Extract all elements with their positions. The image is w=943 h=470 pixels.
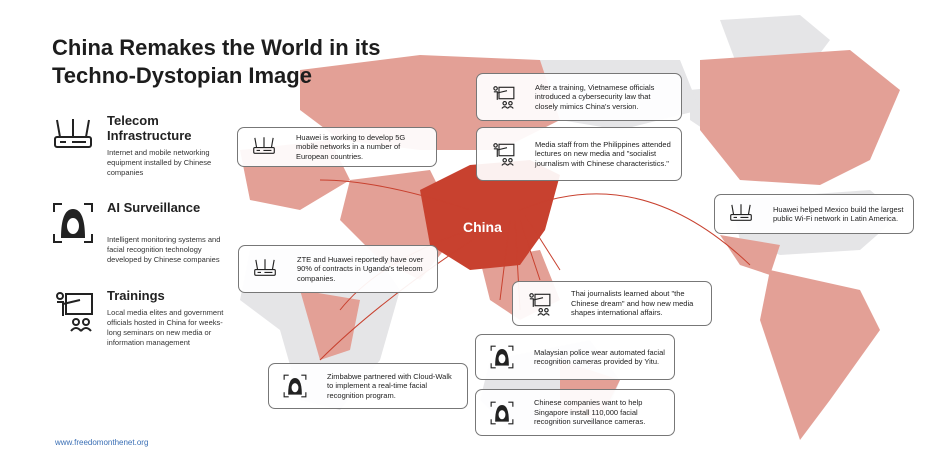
card-text: Chinese companies want to help Singapore… xyxy=(534,398,646,427)
info-card: Malaysian police wear automated facial r… xyxy=(475,334,675,380)
info-card: Huawei helped Mexico build the largest p… xyxy=(714,194,914,234)
legend-heading: Telecom Infrastructure xyxy=(107,113,192,143)
info-card: Huawei is working to develop 5G mobile n… xyxy=(237,127,437,167)
legend-trainings: Trainings Local media elites and governm… xyxy=(52,288,232,368)
southern-africa xyxy=(300,290,360,360)
router-icon xyxy=(253,137,275,154)
card-text: Thai journalists learned about "the Chin… xyxy=(571,289,694,318)
card-text: ZTE and Huawei reportedly have over 90% … xyxy=(297,254,424,283)
router-icon xyxy=(254,259,276,276)
route-europe xyxy=(319,179,471,211)
card-text: Media staff from the Philippines attende… xyxy=(535,139,671,168)
card-text: Malaysian police wear automated facial r… xyxy=(534,347,665,367)
info-card: ZTE and Huawei reportedly have over 90% … xyxy=(238,245,438,293)
card-text: Huawei is working to develop 5G mobile n… xyxy=(296,132,406,161)
face-scan-icon xyxy=(490,401,514,424)
legend-desc: Internet and mobile networking equipment… xyxy=(107,148,212,177)
info-card: Chinese companies want to help Singapore… xyxy=(475,389,675,436)
south-america xyxy=(760,270,880,440)
legend-desc: Local media elites and government offici… xyxy=(107,308,224,347)
card-text: Zimbabwe partnered with Cloud-Walk to im… xyxy=(327,371,452,400)
route-mexico xyxy=(519,193,751,266)
router-icon xyxy=(730,204,752,221)
mexico xyxy=(720,235,780,275)
canada xyxy=(700,50,900,185)
info-card: After a training, Vietnamese officials i… xyxy=(476,73,682,121)
info-card: Thai journalists learned about "the Chin… xyxy=(512,281,712,326)
trainer-icon xyxy=(56,292,93,332)
trainer-icon xyxy=(529,292,551,316)
legend-ai-surveillance: AI Surveillance Intelligent monitoring s… xyxy=(52,200,232,280)
card-text: After a training, Vietnamese officials i… xyxy=(535,82,655,111)
trainer-icon xyxy=(493,86,515,109)
face-scan-icon xyxy=(490,345,514,369)
router-icon xyxy=(54,119,92,148)
legend-telecom: Telecom Infrastructure Internet and mobi… xyxy=(52,113,232,193)
trainer-icon xyxy=(493,143,515,166)
title-line-2: Techno-Dystopian Image xyxy=(52,63,312,88)
route-zimbabwe xyxy=(319,234,481,361)
face-scan-icon xyxy=(283,374,307,398)
china xyxy=(420,160,560,270)
title-line-1: China Remakes the World in its xyxy=(52,35,381,60)
info-card: Zimbabwe partnered with Cloud-Walk to im… xyxy=(268,363,468,409)
page-title: China Remakes the World in its Techno-Dy… xyxy=(52,34,380,90)
china-label: China xyxy=(463,219,502,235)
legend-heading: AI Surveillance xyxy=(107,200,201,215)
legend-desc: Intelligent monitoring systems and facia… xyxy=(107,235,221,264)
card-text: Huawei helped Mexico build the largest p… xyxy=(773,204,904,224)
route-sea xyxy=(499,214,561,311)
footer-link[interactable]: www.freedomonthenet.org xyxy=(55,438,149,447)
face-scan-icon xyxy=(53,203,93,243)
info-card: Media staff from the Philippines attende… xyxy=(476,127,682,181)
legend-heading: Trainings xyxy=(107,288,165,303)
